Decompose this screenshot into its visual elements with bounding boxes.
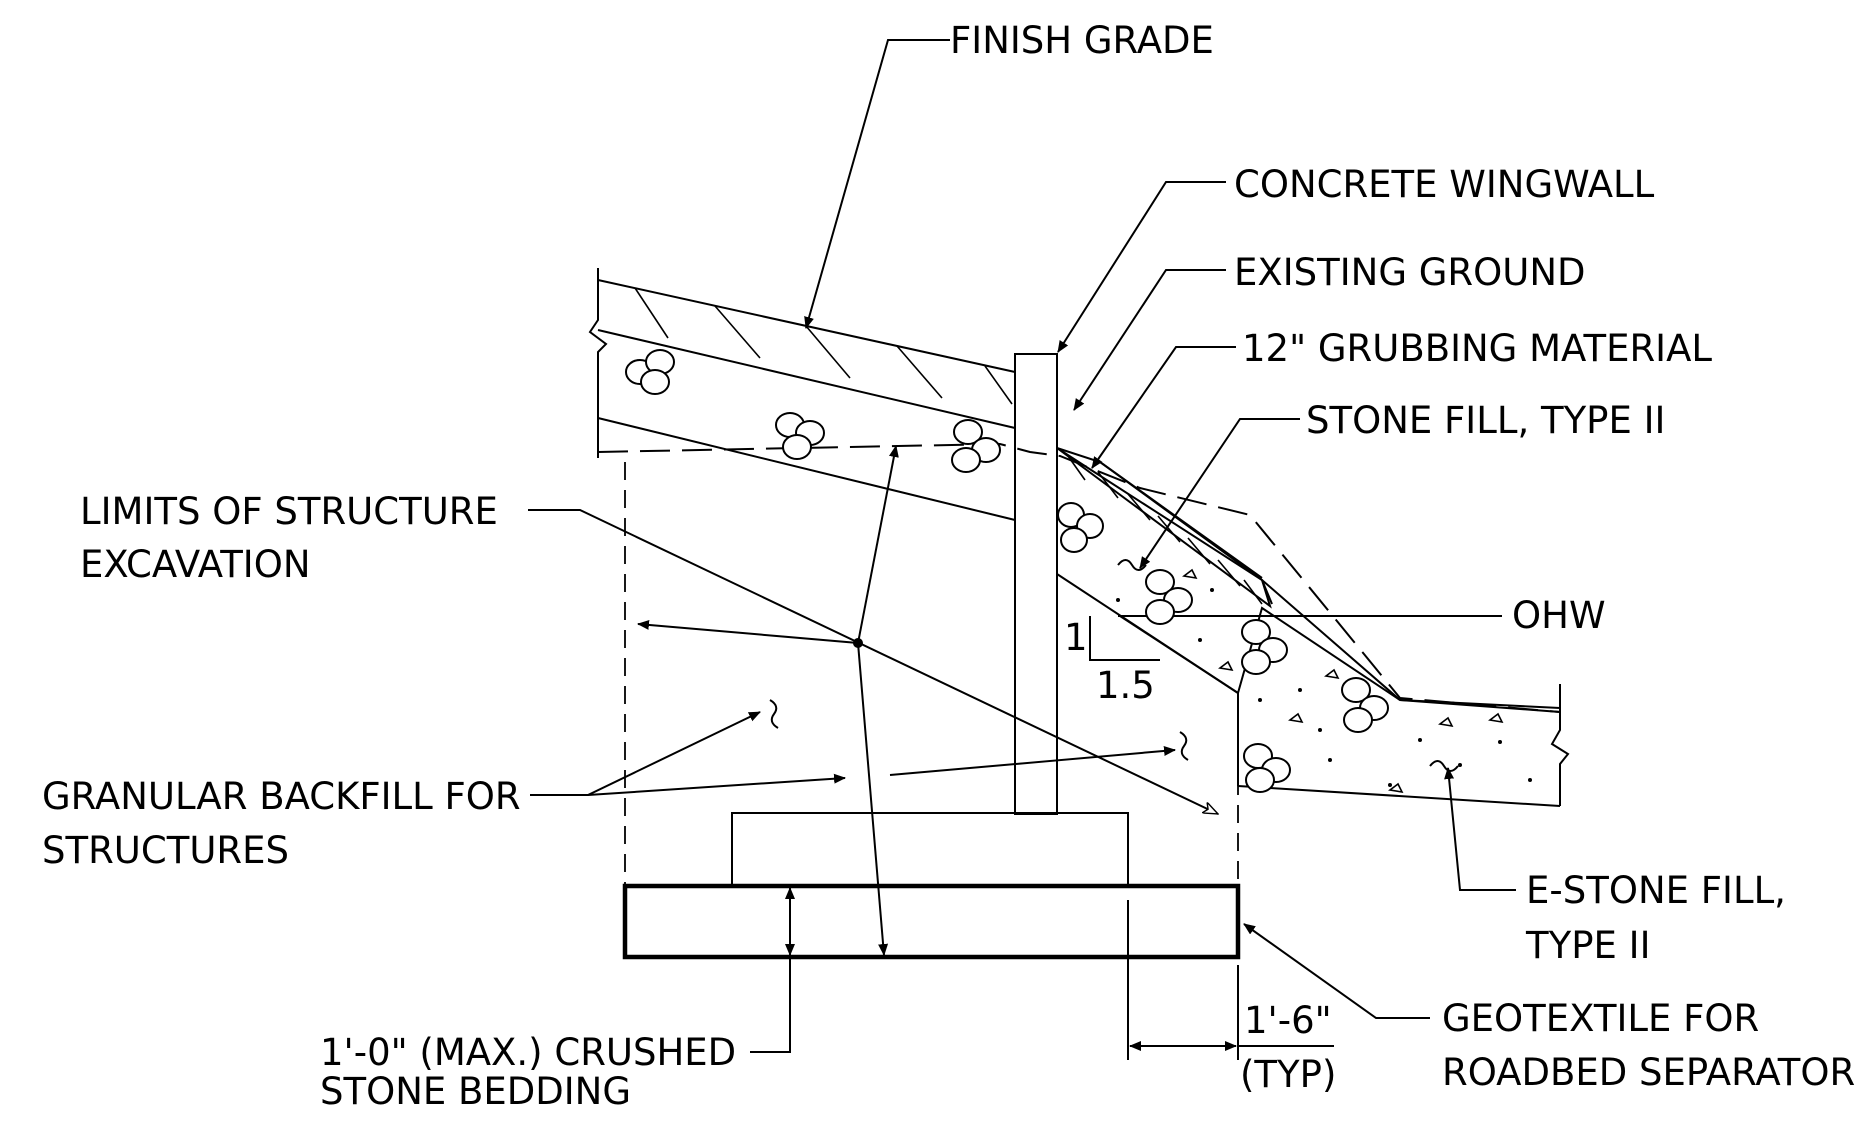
e-stone-leader [1444, 767, 1516, 891]
grubbing-leader [1091, 346, 1236, 469]
geotextile-leader [1243, 923, 1430, 1019]
e-stone-label-line2: TYPE II [1525, 924, 1650, 967]
geotextile-label-line1: GEOTEXTILE FOR [1442, 997, 1759, 1040]
slope-rise-label: 1 [1064, 616, 1088, 659]
existing-ground-line [597, 442, 1561, 713]
e-stone-label-line1: E-STONE FILL, [1526, 869, 1786, 912]
granular-label-line2: STRUCTURES [42, 829, 289, 872]
stone-fill-leader [1139, 418, 1300, 569]
bedding-label-line1: 1'-0" (MAX.) CRUSHED [320, 1031, 736, 1074]
concrete-wingwall-leader [1057, 181, 1226, 353]
finish-grade-leader [804, 39, 950, 329]
granular-backfill-leader-a [530, 711, 761, 796]
granular-leader-up [857, 445, 899, 644]
existing-ground-label: EXISTING GROUND [1234, 251, 1586, 294]
dim-typ-label: (TYP) [1240, 1053, 1336, 1096]
stone-cobbles [625, 349, 1532, 794]
grubbing-label: 12" GRUBBING MATERIAL [1242, 327, 1712, 370]
ohw-label: OHW [1512, 594, 1606, 637]
finish-grade-label: FINISH GRADE [950, 19, 1214, 62]
bedding-label-line2: STONE BEDDING [320, 1070, 631, 1113]
geotextile-label-line2: ROADBED SEPARATOR [1442, 1051, 1855, 1094]
granular-label-line1: GRANULAR BACKFILL FOR [42, 775, 521, 818]
stone-fill-label: STONE FILL, TYPE II [1306, 399, 1665, 442]
slope-indicator: 1 1.5 [1064, 616, 1160, 707]
existing-ground-leader [1073, 269, 1226, 411]
granular-backfill-leader-c [889, 745, 1176, 776]
granular-backfill-leader-b [587, 773, 846, 796]
granular-leader-down [857, 642, 889, 956]
bedding-leader [750, 955, 791, 1053]
granular-leader-left [637, 619, 859, 644]
concrete-wingwall [622, 353, 1241, 960]
limits-excavation-leader [528, 509, 1218, 815]
slope-run-label: 1.5 [1096, 664, 1155, 707]
limits-label-line1: LIMITS OF STRUCTURE [80, 490, 498, 533]
dim-value-label: 1'-6" [1244, 999, 1332, 1042]
concrete-wingwall-label: CONCRETE WINGWALL [1234, 163, 1655, 206]
limits-label-line2: EXCAVATION [80, 543, 311, 586]
